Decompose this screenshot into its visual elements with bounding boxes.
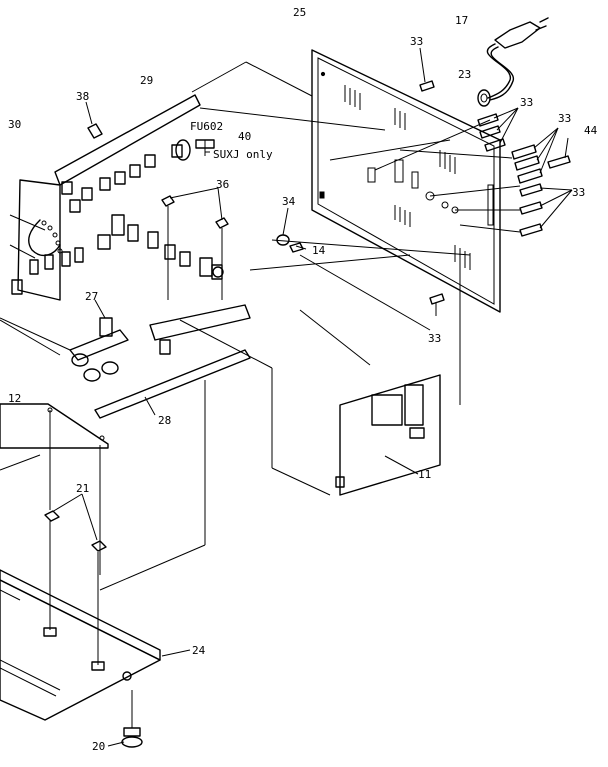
callout-30: 30 xyxy=(8,118,21,131)
callout-36: 36 xyxy=(216,178,229,191)
callout-40: 40 xyxy=(238,130,251,143)
callout-25: 25 xyxy=(293,6,306,19)
shield-plate-12 xyxy=(0,403,109,471)
main-board xyxy=(0,94,224,351)
power-cord xyxy=(486,17,549,101)
callout-14: 14 xyxy=(312,244,326,257)
callout-38: 38 xyxy=(76,90,89,103)
clips-21 xyxy=(44,493,107,665)
fuse-note: SUXJ only xyxy=(213,148,273,161)
foot-20 xyxy=(107,690,143,748)
callout-33: 33 xyxy=(558,112,571,125)
callout-11: 11 xyxy=(418,468,431,481)
callout-33: 33 xyxy=(572,186,585,199)
standoffs-36 xyxy=(161,187,229,300)
callout-23: 23 xyxy=(458,68,471,81)
fuse-note-bracket xyxy=(204,140,210,156)
callout-17: 17 xyxy=(455,14,468,27)
callout-44: 44 xyxy=(584,124,598,137)
alignment-lines xyxy=(49,61,521,591)
callout-labels: 25 17 33 23 33 33 44 33 38 29 30 FU602 4… xyxy=(8,6,598,753)
callout-33: 33 xyxy=(410,35,423,48)
callout-20: 20 xyxy=(92,740,105,753)
bottom-chassis-24 xyxy=(0,569,191,721)
screws-33-44 xyxy=(419,80,571,305)
parts-34-14 xyxy=(276,207,307,253)
callout-27: 27 xyxy=(85,290,98,303)
screw-leaders xyxy=(419,47,573,316)
callout-24: 24 xyxy=(192,644,206,657)
callout-33: 33 xyxy=(520,96,533,109)
cord-grommet xyxy=(477,89,491,107)
fuse-label: FU602 xyxy=(190,120,223,133)
callout-28: 28 xyxy=(158,414,171,427)
board-11 xyxy=(335,374,441,496)
callout-34: 34 xyxy=(282,195,296,208)
callout-12: 12 xyxy=(8,392,21,405)
callout-29: 29 xyxy=(140,74,153,87)
callout-33: 33 xyxy=(428,332,441,345)
callout-21: 21 xyxy=(76,482,89,495)
screw-38 xyxy=(85,101,103,139)
sub-board xyxy=(0,299,251,419)
rear-panel xyxy=(311,49,501,313)
